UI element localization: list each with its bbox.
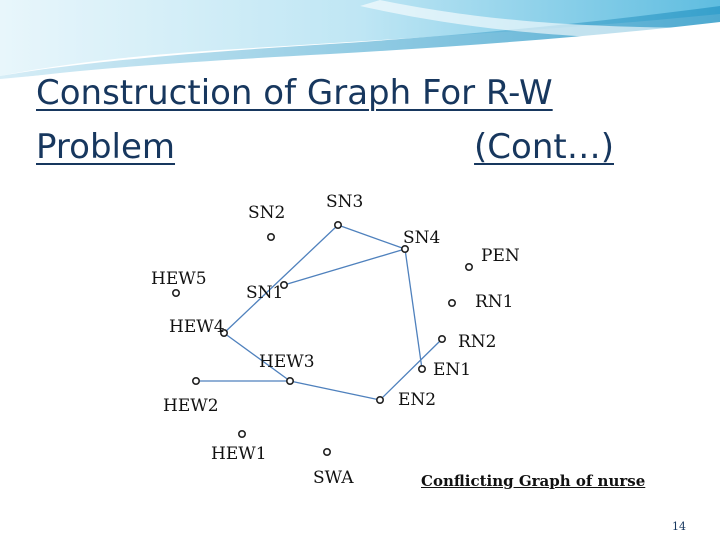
node-label-rn2: RN2 xyxy=(458,332,497,352)
node-label-en1: EN1 xyxy=(433,360,471,380)
node-label-sn2: SN2 xyxy=(248,203,285,223)
node-hew4 xyxy=(220,328,229,337)
node-rn2 xyxy=(437,334,446,343)
node-label-pen: PEN xyxy=(481,246,520,266)
title-line-2-left: Problem xyxy=(36,127,176,167)
node-label-hew2: HEW2 xyxy=(163,396,219,416)
node-swa xyxy=(322,447,331,456)
header-wave-banner xyxy=(0,0,720,81)
edge-sn3-hew4 xyxy=(223,224,339,334)
node-en2 xyxy=(375,395,384,404)
node-label-sn4: SN4 xyxy=(403,228,440,248)
edge-sn3-sn4 xyxy=(337,224,406,250)
title-line-1: Construction of Graph For R-W xyxy=(36,73,553,113)
graph-edges xyxy=(196,224,443,401)
title-line-2-right: (Cont…) xyxy=(474,127,614,167)
node-label-en2: EN2 xyxy=(398,390,436,410)
node-label-swa: SWA xyxy=(313,468,354,488)
edge-hew4-hew3 xyxy=(223,332,291,382)
node-rn1 xyxy=(447,298,456,307)
node-sn1 xyxy=(279,280,288,289)
node-label-hew1: HEW1 xyxy=(211,444,267,464)
node-label-hew4: HEW4 xyxy=(169,317,225,337)
node-hew3 xyxy=(285,376,294,385)
node-label-sn1: SN1 xyxy=(246,283,283,303)
node-en1 xyxy=(417,364,426,373)
slide-title: Construction of Graph For R-W Problem (C… xyxy=(36,66,676,174)
node-label-sn3: SN3 xyxy=(326,192,363,212)
node-hew2 xyxy=(192,376,201,385)
node-pen xyxy=(464,262,473,271)
node-sn3 xyxy=(333,221,342,230)
edge-sn4-sn1 xyxy=(283,248,406,286)
node-label-hew3: HEW3 xyxy=(259,352,315,372)
edge-hew3-en2 xyxy=(289,380,381,401)
node-label-hew5: HEW5 xyxy=(151,269,207,289)
node-sn2 xyxy=(266,233,275,242)
node-hew5 xyxy=(172,288,181,297)
page-number: 14 xyxy=(672,520,686,533)
node-hew1 xyxy=(238,429,247,438)
edge-en2-rn2 xyxy=(379,338,443,401)
node-sn4 xyxy=(400,245,409,254)
graph-caption: Conflicting Graph of nurse xyxy=(421,472,646,490)
node-label-rn1: RN1 xyxy=(475,292,514,312)
edge-sn4-en1 xyxy=(404,248,423,370)
